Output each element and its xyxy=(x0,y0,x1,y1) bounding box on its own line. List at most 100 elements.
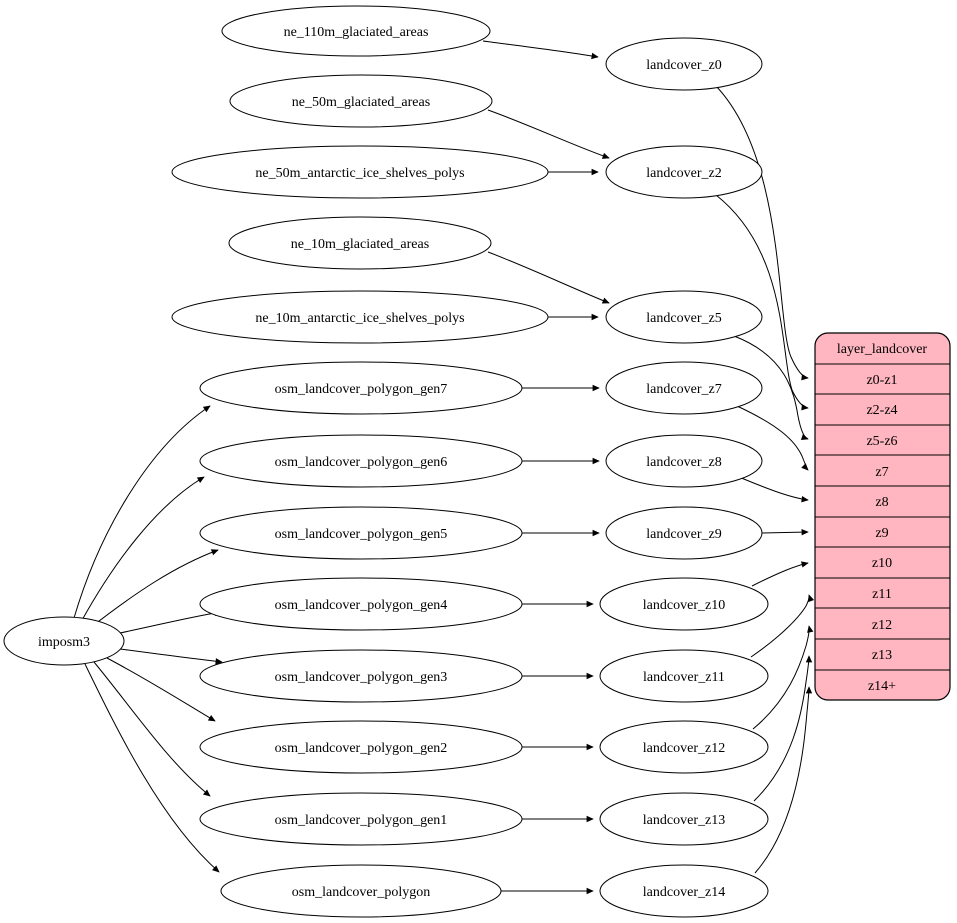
node-imposm3: imposm3 xyxy=(3,616,125,666)
ne_50m_antarctic_ice_shelves_polys-label: ne_50m_antarctic_ice_shelves_polys xyxy=(255,166,464,181)
edge-ne_110m_glaciated_areas-landcover_z0 xyxy=(482,40,599,60)
osm_landcover_polygon_gen1-ellipse xyxy=(199,792,523,846)
table-row-z11: z11 xyxy=(872,587,892,602)
node-osm_landcover_polygon_gen7: osm_landcover_polygon_gen7 xyxy=(199,361,523,415)
osm_landcover_polygon_gen7-ellipse xyxy=(199,361,523,415)
ne_50m_glaciated_areas-ellipse xyxy=(229,74,493,128)
landcover_z8-label: landcover_z8 xyxy=(646,455,721,470)
landcover_z10-ellipse xyxy=(599,577,769,631)
edge-landcover_z0-row-z0-z1 xyxy=(715,85,809,381)
node-osm_landcover_polygon_gen6: osm_landcover_polygon_gen6 xyxy=(199,434,523,488)
osm_landcover_polygon_gen4-ellipse xyxy=(199,577,523,631)
ne_10m_glaciated_areas-label: ne_10m_glaciated_areas xyxy=(291,237,429,252)
landcover_z9-label: landcover_z9 xyxy=(646,527,721,542)
osm_landcover_polygon_gen6-ellipse xyxy=(199,434,523,488)
edge-imposm3-osm_landcover_polygon_gen6 xyxy=(80,476,205,623)
landcover_z12-ellipse xyxy=(599,720,769,774)
ne_110m_glaciated_areas-label: ne_110m_glaciated_areas xyxy=(284,25,429,40)
node-ne_10m_glaciated_areas: ne_10m_glaciated_areas xyxy=(228,216,492,270)
landcover_z14-ellipse xyxy=(599,864,769,918)
table-row-z2-z4: z2-z4 xyxy=(866,403,897,418)
node-ne_10m_antarctic_ice_shelves_polys: ne_10m_antarctic_ice_shelves_polys xyxy=(171,290,549,344)
ne_10m_antarctic_ice_shelves_polys-ellipse xyxy=(171,290,549,344)
edge-landcover_z14-row-z14plus xyxy=(754,686,813,874)
imposm3-label: imposm3 xyxy=(38,635,90,650)
landcover_z5-label: landcover_z5 xyxy=(646,311,721,326)
ne_110m_glaciated_areas-ellipse xyxy=(221,5,491,57)
osm_landcover_polygon_gen2-label: osm_landcover_polygon_gen2 xyxy=(275,741,448,756)
table-row-z14plus: z14+ xyxy=(868,679,896,694)
landcover_z10-label: landcover_z10 xyxy=(643,598,725,613)
ne_10m_glaciated_areas-ellipse xyxy=(228,216,492,270)
edge-imposm3-osm_landcover_polygon_gen2 xyxy=(106,657,216,722)
edges xyxy=(73,40,815,895)
edge-imposm3-osm_landcover_polygon_gen3 xyxy=(119,648,223,665)
node-landcover_z10: landcover_z10 xyxy=(599,577,769,631)
edge-imposm3-osm_landcover_polygon_gen4 xyxy=(119,609,222,634)
landcover_z2-ellipse xyxy=(605,145,763,199)
node-ne_50m_glaciated_areas: ne_50m_glaciated_areas xyxy=(229,74,493,128)
table-row-z9: z9 xyxy=(875,526,888,541)
edge-imposm3-osm_landcover_polygon_gen1 xyxy=(93,661,211,797)
node-landcover_z7: landcover_z7 xyxy=(605,361,763,415)
node-landcover_z8: landcover_z8 xyxy=(605,434,763,488)
node-landcover_z12: landcover_z12 xyxy=(599,720,769,774)
layer_landcover-table: layer_landcover z0-z1 z2-z4 z5-z6 z7 z8 … xyxy=(814,332,951,701)
ne_10m_antarctic_ice_shelves_polys-label: ne_10m_antarctic_ice_shelves_polys xyxy=(255,311,464,326)
landcover_z13-label: landcover_z13 xyxy=(643,813,725,828)
edge-landcover_z12-row-z12 xyxy=(752,625,814,730)
table-row-z8: z8 xyxy=(875,495,888,510)
edge-landcover_z10-row-z10 xyxy=(751,561,809,587)
ne_50m_antarctic_ice_shelves_polys-ellipse xyxy=(171,145,549,199)
node-osm_landcover_polygon_gen1: osm_landcover_polygon_gen1 xyxy=(199,792,523,846)
edge-ne_50m_glaciated_areas-landcover_z2 xyxy=(487,109,610,159)
node-ne_110m_glaciated_areas: ne_110m_glaciated_areas xyxy=(221,5,491,57)
landcover_z11-ellipse xyxy=(599,649,769,703)
node-landcover_z0: landcover_z0 xyxy=(605,37,763,91)
node-osm_landcover_polygon_gen2: osm_landcover_polygon_gen2 xyxy=(199,720,523,774)
osm_landcover_polygon_gen6-label: osm_landcover_polygon_gen6 xyxy=(275,455,448,470)
edge-imposm3-osm_landcover_polygon_gen7 xyxy=(73,405,211,619)
landcover_z13-ellipse xyxy=(599,792,769,846)
landcover_z0-label: landcover_z0 xyxy=(646,58,721,73)
table-row-z7: z7 xyxy=(875,465,888,480)
edge-landcover_z7-row-z7 xyxy=(736,405,809,471)
osm_landcover_polygon_gen3-label: osm_landcover_polygon_gen3 xyxy=(275,670,448,685)
landcover_z9-ellipse xyxy=(605,506,763,560)
node-landcover_z13: landcover_z13 xyxy=(599,792,769,846)
landcover_z2-label: landcover_z2 xyxy=(646,166,721,181)
edge-landcover_z11-row-z11 xyxy=(750,594,815,658)
landcover_z14-label: landcover_z14 xyxy=(643,885,725,900)
layer_landcover-title: layer_landcover xyxy=(837,342,928,357)
landcover_z5-ellipse xyxy=(605,290,763,344)
landcover_z11-label: landcover_z11 xyxy=(643,670,725,685)
edge-landcover_z2-row-z2-z4 xyxy=(715,194,809,411)
osm_landcover_polygon_gen7-label: osm_landcover_polygon_gen7 xyxy=(275,382,448,397)
landcover_z0-ellipse xyxy=(605,37,763,91)
landcover_z7-ellipse xyxy=(605,361,763,415)
osm_landcover_polygon_gen1-label: osm_landcover_polygon_gen1 xyxy=(275,813,448,828)
edge-ne_10m_glaciated_areas-landcover_z5 xyxy=(487,251,610,304)
node-osm_landcover_polygon_gen5: osm_landcover_polygon_gen5 xyxy=(199,506,523,560)
node-osm_landcover_polygon_gen4: osm_landcover_polygon_gen4 xyxy=(199,577,523,631)
node-osm_landcover_polygon: osm_landcover_polygon xyxy=(220,864,502,918)
table-row-z13: z13 xyxy=(872,648,892,663)
node-landcover_z9: landcover_z9 xyxy=(605,506,763,560)
edge-imposm3-osm_landcover_polygon xyxy=(84,663,220,873)
node-landcover_z14: landcover_z14 xyxy=(599,864,769,918)
table-row-z0-z1: z0-z1 xyxy=(866,373,897,388)
node-osm_landcover_polygon_gen3: osm_landcover_polygon_gen3 xyxy=(199,649,523,703)
table-row-z10: z10 xyxy=(872,556,892,571)
ne_50m_glaciated_areas-label: ne_50m_glaciated_areas xyxy=(292,95,430,110)
landcover_z8-ellipse xyxy=(605,434,763,488)
table-row-z12: z12 xyxy=(872,618,892,633)
table-row-z5-z6: z5-z6 xyxy=(866,434,897,449)
node-landcover_z2: landcover_z2 xyxy=(605,145,763,199)
osm_landcover_polygon_gen5-label: osm_landcover_polygon_gen5 xyxy=(275,527,448,542)
node-landcover_z5: landcover_z5 xyxy=(605,290,763,344)
osm_landcover_polygon_gen5-ellipse xyxy=(199,506,523,560)
edge-landcover_z5-row-z5-z6 xyxy=(733,335,809,441)
landcover_z12-label: landcover_z12 xyxy=(643,741,725,756)
node-ne_50m_antarctic_ice_shelves_polys: ne_50m_antarctic_ice_shelves_polys xyxy=(171,145,549,199)
